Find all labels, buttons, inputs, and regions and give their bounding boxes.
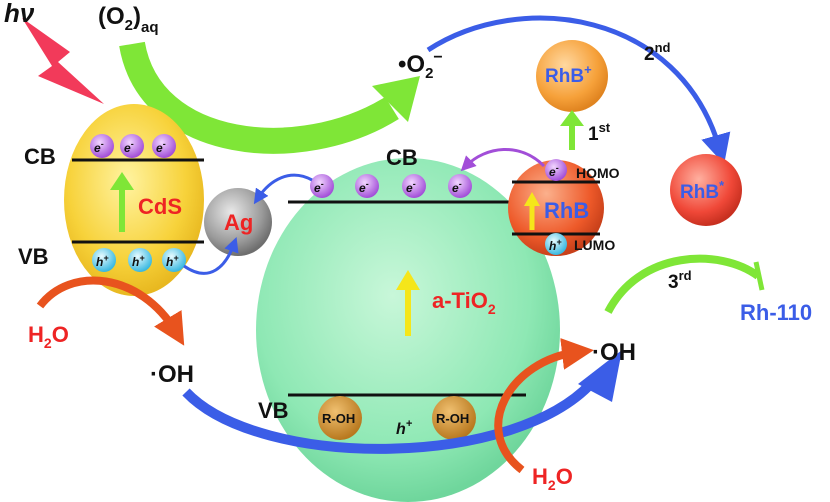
cds-vb-label: VB: [18, 244, 49, 269]
cds-electron: e-: [90, 134, 114, 158]
svg-text:h+: h+: [549, 237, 562, 253]
cds-hole: h+: [162, 248, 186, 272]
tio2-cb-label: CB: [386, 145, 418, 170]
deethylation-arrow-end: [753, 261, 765, 291]
rhb-electron-injection-arrow: [460, 148, 546, 172]
svg-text:h+: h+: [396, 418, 413, 438]
tio2-electron: e-: [355, 174, 379, 198]
water-bottom-label: H2O: [532, 464, 573, 493]
rhb-star-label: RhB*: [680, 178, 725, 203]
superoxide-attack-arrow: [426, 15, 731, 165]
tio2-electron: e-: [402, 174, 426, 198]
cds-hole: h+: [92, 248, 116, 272]
cds-excitation-arrowhead: [110, 172, 134, 190]
svg-text:h+: h+: [132, 253, 145, 269]
tio2-electron: e-: [310, 174, 334, 198]
tio2-excitation-arrowhead: [396, 270, 420, 290]
hydroxyl-left-label: ·OH: [150, 361, 194, 388]
svg-text:e-: e-: [549, 163, 559, 179]
step-first-label: 1st: [588, 120, 611, 145]
svg-text:e-: e-: [406, 179, 416, 195]
hydroxyl-transfer-arrow: [182, 374, 600, 454]
r-oh-molecule: R-OH: [318, 396, 362, 440]
rhb-plus-label: RhB+: [545, 62, 592, 87]
deethylation-arrow: [604, 254, 761, 314]
ag-sphere: [204, 188, 272, 256]
cds-electron: e-: [152, 134, 176, 158]
hydroxyl-right-label: ·OH: [592, 339, 636, 366]
light-label: hν: [4, 0, 35, 28]
svg-text:R-OH: R-OH: [322, 411, 355, 426]
svg-text:h+: h+: [166, 253, 179, 269]
svg-text:e-: e-: [94, 139, 104, 155]
svg-text:e-: e-: [124, 139, 134, 155]
cds-label: CdS: [138, 194, 182, 219]
tio2-to-ag-arrow: [253, 173, 313, 205]
hydroxyl-transfer-arrowhead: [578, 350, 622, 402]
tio2-vb-label: VB: [258, 398, 289, 423]
rhb-electron: e-: [545, 159, 567, 181]
svg-text:h+: h+: [96, 253, 109, 269]
lightning-bolt-icon: [22, 18, 104, 104]
cds-cb-label: CB: [24, 144, 56, 169]
svg-text:R-OH: R-OH: [436, 411, 469, 426]
cds-electron: e-: [120, 134, 144, 158]
oxygen-reduction-arrowhead: [372, 76, 420, 122]
rhb-label: RhB: [544, 198, 589, 223]
oxygen-reduction-arrow: [119, 41, 399, 154]
rhb-lumo-label: LUMO: [574, 237, 615, 253]
water-bottom-arrow: [494, 337, 594, 474]
rhb-homo-label: HOMO: [576, 165, 620, 181]
rhb-star-sphere: [670, 154, 742, 226]
rhb-plus-sphere: [536, 40, 608, 112]
svg-text:e-: e-: [156, 139, 166, 155]
step-third-label: 3rd: [668, 268, 692, 293]
rhb-oxidation-arrowhead: [560, 110, 584, 126]
rhb-hole: h+: [545, 233, 567, 255]
tio2-hole: h+: [396, 418, 413, 438]
svg-text:e-: e-: [314, 179, 324, 195]
superoxide-label: •O2−: [398, 49, 443, 82]
tio2-label: a-TiO2: [432, 288, 496, 317]
r-oh-molecule: R-OH: [432, 396, 476, 440]
cds-hole-to-ag-arrow: [183, 236, 239, 275]
tio2-electron: e-: [448, 174, 472, 198]
ag-label: Ag: [224, 210, 253, 235]
rhb-sphere: [508, 160, 604, 256]
rhb-excitation-arrowhead: [524, 192, 540, 206]
product-label: Rh-110: [740, 300, 812, 325]
water-left-label: H2O: [28, 322, 69, 351]
svg-text:e-: e-: [452, 179, 462, 195]
cds-hole: h+: [128, 248, 152, 272]
svg-text:e-: e-: [359, 179, 369, 195]
oxygen-label: (O2)aq: [98, 3, 159, 36]
water-left-arrow: [36, 276, 185, 346]
step-second-label: 2nd: [644, 40, 671, 65]
